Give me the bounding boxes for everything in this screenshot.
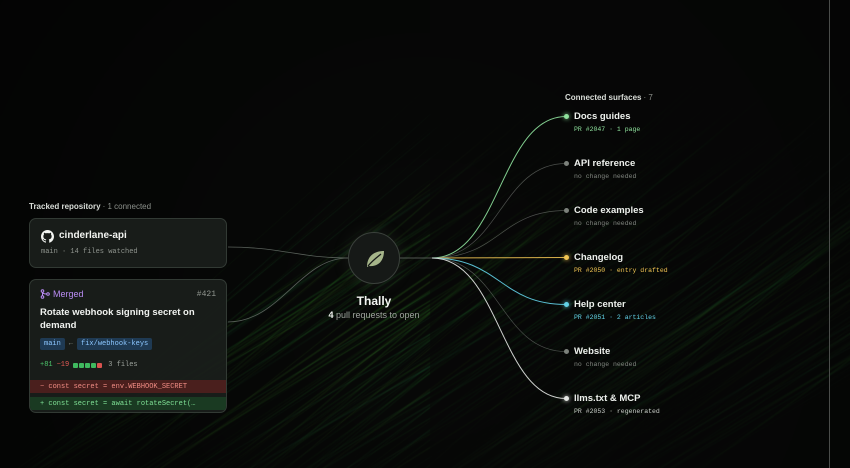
- surface-name: Changelog: [574, 252, 624, 263]
- diff-block-add: [91, 362, 97, 368]
- tracked-repository-heading: Tracked repository· 1 connected: [29, 202, 151, 211]
- surface-item[interactable]: Website no change needed: [574, 346, 636, 368]
- surface-item[interactable]: llms.txt & MCP PR #2053 · regenerated: [574, 393, 660, 415]
- wire-hub-to-surface: [431, 257, 567, 259]
- connected-surfaces-heading: Connected surfaces· 7: [565, 93, 653, 102]
- wire-hub-to-surface: [431, 257, 567, 305]
- surface-item[interactable]: Help center PR #2051 · 2 articles: [574, 299, 656, 321]
- tracked-repository-title: Tracked repository: [29, 202, 101, 211]
- github-icon: [41, 230, 54, 243]
- surface-name: llms.txt & MCP: [574, 393, 641, 404]
- surface-name: Docs guides: [574, 111, 631, 122]
- wire-hub-to-surface: [431, 210, 567, 259]
- pr-branches: main ← fix/webhook-keys: [40, 338, 153, 350]
- diff-block-add: [85, 362, 91, 368]
- diff-added-line: + const secret = await rotateSecret(…: [30, 397, 226, 410]
- surface-status: no change needed: [574, 173, 637, 180]
- surface-status: PR #2051 · 2 articles: [574, 314, 656, 321]
- surface-name: Website: [574, 346, 611, 357]
- surface-connector-dot: [564, 255, 569, 260]
- tracked-repository-count: · 1 connected: [102, 202, 152, 211]
- diff-block-add: [73, 362, 79, 368]
- surface-item[interactable]: Code examples no change needed: [574, 205, 644, 227]
- merge-icon: [40, 289, 50, 299]
- additions-count: +81: [40, 361, 53, 369]
- head-branch-chip: fix/webhook-keys: [77, 338, 153, 350]
- hub-pull-request-summary: 4 pull requests to open: [299, 310, 449, 320]
- connected-surfaces-title: Connected surfaces: [565, 93, 642, 102]
- wire-pr-to-hub: [227, 257, 349, 323]
- surface-status: PR #2047 · 1 page: [574, 126, 641, 133]
- deletions-count: −19: [56, 361, 70, 369]
- connected-surfaces-count: · 7: [643, 93, 653, 102]
- diff-removed-line: − const secret = env.WEBHOOK_SECRET: [30, 380, 226, 393]
- surface-status: PR #2050 · entry drafted: [574, 267, 668, 274]
- wire-hub-to-surface: [431, 257, 567, 399]
- surface-status: no change needed: [574, 220, 637, 227]
- wire-hub-to-surface: [431, 116, 567, 259]
- surface-item[interactable]: API reference no change needed: [574, 158, 636, 180]
- surface-status: no change needed: [574, 361, 637, 368]
- repository-name: cinderlane-api: [59, 230, 127, 241]
- surface-name: API reference: [574, 158, 636, 169]
- surface-name: Code examples: [574, 205, 644, 216]
- pr-title: Rotate webhook signing secret on demand: [40, 307, 195, 331]
- pull-request-card[interactable]: Merged #421 Rotate webhook signing secre…: [29, 279, 227, 413]
- files-changed: 3 files: [108, 361, 138, 369]
- leaf-icon: [367, 251, 384, 267]
- pr-status-badge: Merged: [40, 289, 84, 299]
- wire-hub-to-surface: [431, 257, 567, 352]
- wire-repo-to-hub: [227, 246, 349, 259]
- diff-block-del: [97, 362, 103, 368]
- hub-name: Thally: [356, 294, 392, 308]
- pull-request-count: 4: [328, 310, 334, 320]
- surface-connector-dot: [564, 396, 569, 401]
- surface-connector-dot: [564, 208, 569, 213]
- wire-hub-to-surface: [431, 163, 567, 259]
- window-edge: [829, 0, 830, 468]
- pr-number: #421: [196, 290, 216, 299]
- pr-status-label: Merged: [53, 289, 84, 299]
- diff-ratio-bar: [73, 362, 103, 368]
- diff-block-add: [79, 362, 85, 368]
- surface-connector-dot: [564, 302, 569, 307]
- surface-connector-dot: [564, 114, 569, 119]
- surface-connector-dot: [564, 161, 569, 166]
- surface-status: PR #2053 · regenerated: [574, 408, 660, 415]
- thally-hub[interactable]: [348, 232, 400, 284]
- repository-card[interactable]: cinderlane-api main · 14 files watched: [29, 218, 227, 268]
- base-branch-chip: main: [40, 338, 65, 350]
- surface-name: Help center: [574, 299, 626, 310]
- surface-item[interactable]: Docs guides PR #2047 · 1 page: [574, 111, 640, 133]
- pull-request-label: pull requests to open: [335, 310, 420, 320]
- surface-item[interactable]: Changelog PR #2050 · entry drafted: [574, 252, 668, 274]
- surface-connector-dot: [564, 349, 569, 354]
- repository-meta: main · 14 files watched: [41, 248, 138, 256]
- pr-diff-stats: +81 −19 3 files: [40, 361, 138, 369]
- branch-arrow-icon: ←: [68, 340, 74, 348]
